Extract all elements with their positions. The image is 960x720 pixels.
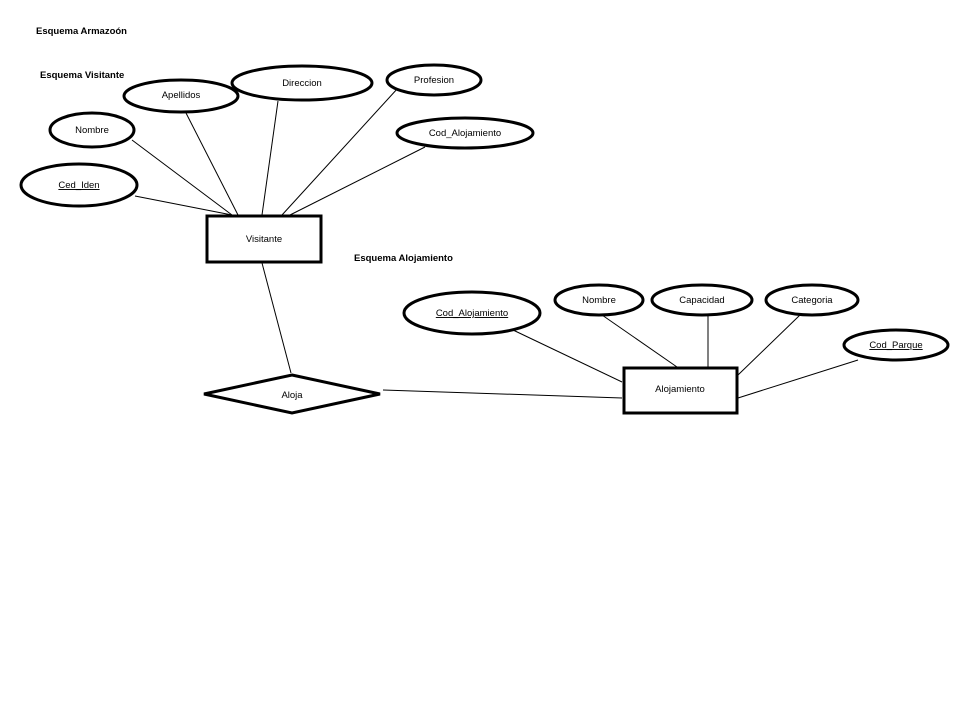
- svg-text:Cod_Parque: Cod_Parque: [869, 340, 922, 351]
- connector-nombre-a: [601, 314, 678, 368]
- attribute-cod-alojamiento-visitante[interactable]: Cod_Alojamiento: [395, 116, 535, 150]
- attribute-direccion[interactable]: Direccion: [230, 64, 374, 102]
- connector-categoria: [737, 314, 801, 376]
- attribute-nombre[interactable]: Nombre: [48, 111, 136, 149]
- connector-visitante-aloja: [261, 262, 292, 374]
- svg-text:Aloja: Aloja: [281, 390, 303, 401]
- svg-text:Categoria: Categoria: [791, 295, 833, 306]
- svg-text:Alojamiento: Alojamiento: [655, 384, 705, 395]
- svg-text:Ced_Iden: Ced_Iden: [58, 180, 99, 191]
- svg-text:Nombre: Nombre: [582, 295, 616, 306]
- svg-text:Nombre: Nombre: [75, 125, 109, 136]
- entity-visitante[interactable]: Visitante: [205, 214, 323, 264]
- connector-nombre: [131, 139, 233, 216]
- svg-text:Profesion: Profesion: [414, 75, 454, 86]
- main-heading: Esquema Armazoón: [36, 26, 127, 37]
- attribute-cod-parque[interactable]: Cod_Parque: [842, 328, 950, 362]
- attribute-ced-iden[interactable]: Ced_Iden: [19, 162, 139, 208]
- connector-aloja-alojamiento: [382, 389, 623, 399]
- svg-text:Cod_Alojamiento: Cod_Alojamiento: [429, 128, 501, 139]
- svg-text:Direccion: Direccion: [282, 78, 322, 89]
- svg-text:Apellidos: Apellidos: [162, 90, 201, 101]
- attribute-nombre-alojamiento[interactable]: Nombre: [553, 283, 645, 317]
- attribute-cod-alojamiento-alojamiento[interactable]: Cod_Alojamiento: [402, 290, 542, 336]
- connector-direccion: [261, 100, 279, 216]
- connector-cod-alojamiento-a: [512, 329, 623, 383]
- connector-apellidos: [185, 112, 239, 216]
- relationship-aloja[interactable]: Aloja: [203, 373, 381, 415]
- svg-text:Cod_Alojamiento: Cod_Alojamiento: [436, 308, 508, 319]
- connector-ced-iden: [134, 195, 233, 216]
- svg-text:Capacidad: Capacidad: [679, 295, 724, 306]
- alojamiento-schema-heading: Esquema Alojamiento: [354, 253, 453, 264]
- attribute-apellidos[interactable]: Apellidos: [122, 78, 240, 114]
- visitante-schema-heading: Esquema Visitante: [40, 70, 124, 81]
- attribute-categoria[interactable]: Categoria: [764, 283, 860, 317]
- svg-text:Visitante: Visitante: [246, 234, 282, 245]
- connector-cod-parque: [737, 359, 859, 399]
- connector-profesion: [281, 87, 399, 216]
- attribute-profesion[interactable]: Profesion: [385, 63, 483, 97]
- entity-alojamiento[interactable]: Alojamiento: [622, 366, 739, 415]
- attribute-capacidad[interactable]: Capacidad: [650, 283, 754, 317]
- connector-cod-alojamiento-v: [289, 146, 426, 216]
